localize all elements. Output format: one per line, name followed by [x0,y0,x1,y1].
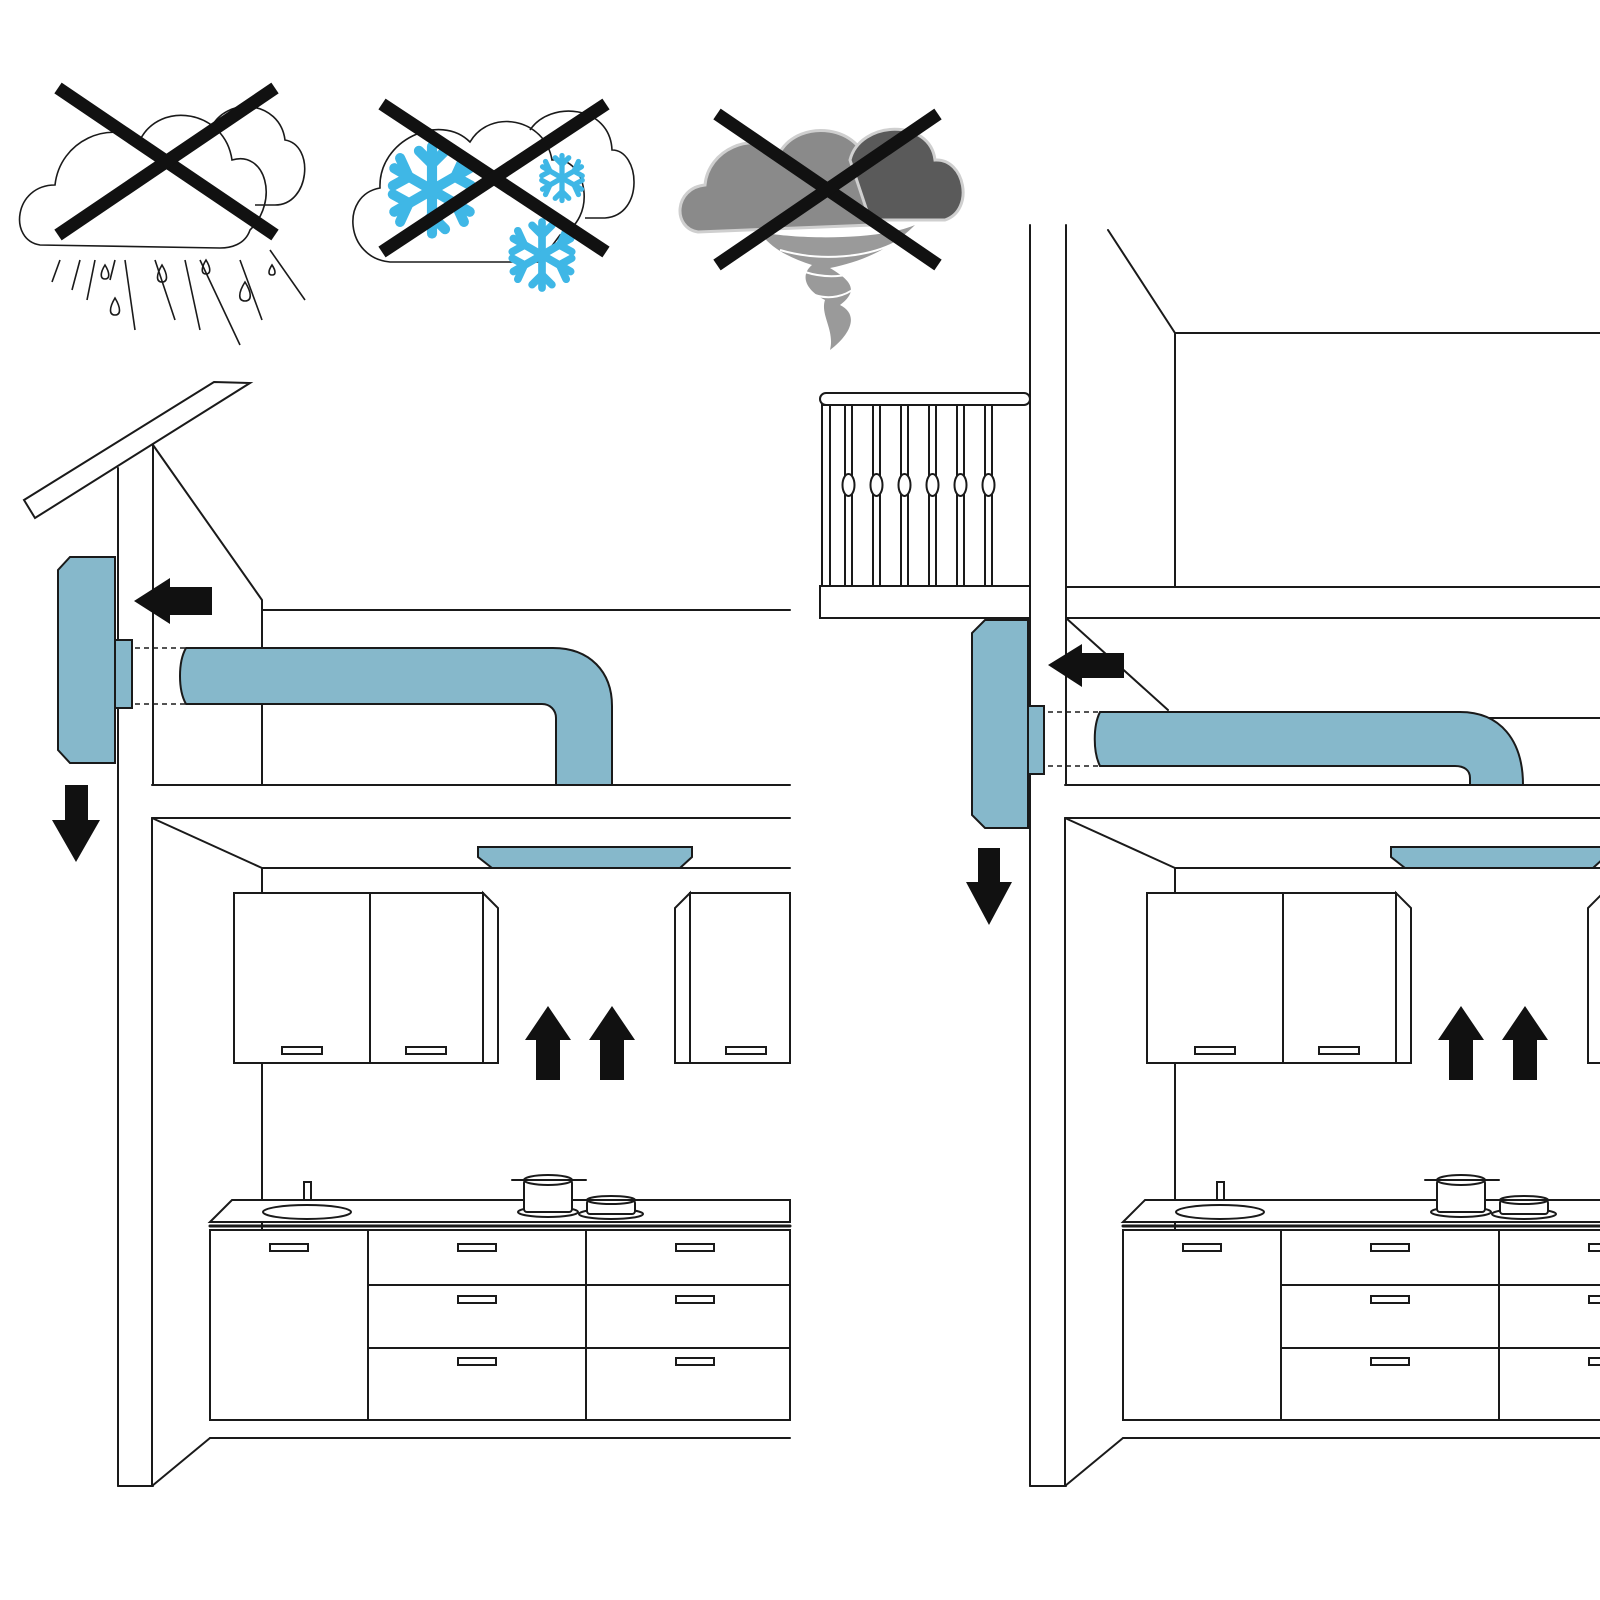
storm-tornado-icon [678,127,965,350]
balcony-railing [819,392,1031,619]
forbidden-cross-icon [713,108,942,271]
wall-vent [57,556,116,764]
exhaust-duct [179,647,613,786]
exhaust-duct [1093,711,1525,786]
snowflake-icon [512,222,571,288]
scene-under-roof [22,380,792,1488]
arrow-left-icon [134,578,212,624]
wall-vent [971,619,1029,829]
arrow-down-icon [52,785,100,862]
arrow-down-icon [966,848,1012,925]
airflow-up-arrows [525,1006,635,1080]
arrow-left-icon [1048,644,1124,687]
forbidden-cross-icon [54,82,279,241]
forbidden-cross-icon [378,98,610,258]
airflow-up-arrows [1438,1006,1548,1080]
snow-cloud-icon [352,110,635,288]
roof [22,380,254,520]
scene-under-balcony [819,224,1600,1488]
snowflake-icon [542,156,583,201]
